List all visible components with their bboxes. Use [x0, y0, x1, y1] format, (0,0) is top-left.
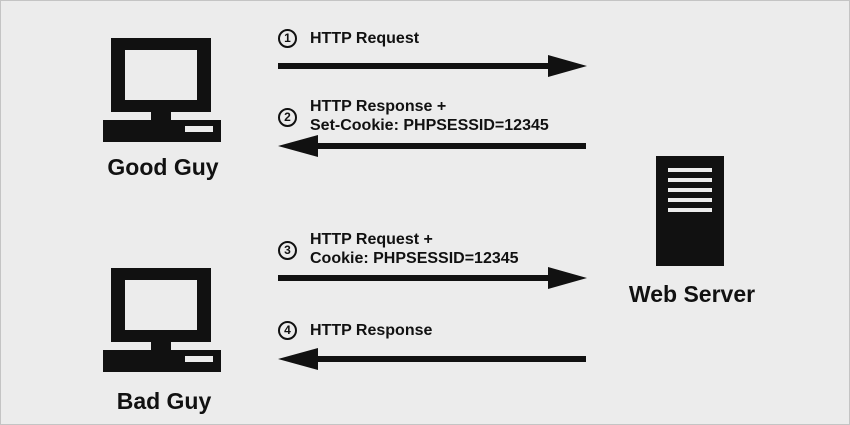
arrow-request-3	[278, 267, 587, 289]
message-2-line-2: Set-Cookie: PHPSESSID=12345	[310, 117, 549, 134]
message-3-line-2: Cookie: PHPSESSID=12345	[310, 250, 519, 267]
message-2-line-1: HTTP Response +	[310, 98, 447, 115]
message-3: HTTP Request + Cookie: PHPSESSID=12345	[310, 230, 519, 268]
bad-guy-label: Bad Guy	[116, 388, 212, 414]
arrow-response-2	[278, 135, 586, 157]
message-4: HTTP Response	[310, 321, 432, 340]
message-4-line-1: HTTP Response	[310, 322, 433, 339]
good-guy-computer-icon	[103, 38, 221, 142]
message-2: HTTP Response + Set-Cookie: PHPSESSID=12…	[310, 97, 549, 135]
bad-guy-computer-icon	[103, 268, 221, 372]
web-server-label: Web Server	[628, 281, 756, 307]
arrow-request-1	[278, 55, 587, 77]
step-number-1: 1	[278, 29, 297, 48]
arrow-response-4	[278, 348, 586, 370]
message-1-line-1: HTTP Request	[310, 30, 420, 47]
message-1: HTTP Request	[310, 29, 419, 48]
server-tower-icon	[656, 156, 724, 266]
good-guy-label: Good Guy	[107, 154, 219, 180]
step-number-3: 3	[278, 241, 297, 260]
step-number-2: 2	[278, 108, 297, 127]
step-number-4: 4	[278, 321, 297, 340]
message-3-line-1: HTTP Request +	[310, 231, 433, 248]
